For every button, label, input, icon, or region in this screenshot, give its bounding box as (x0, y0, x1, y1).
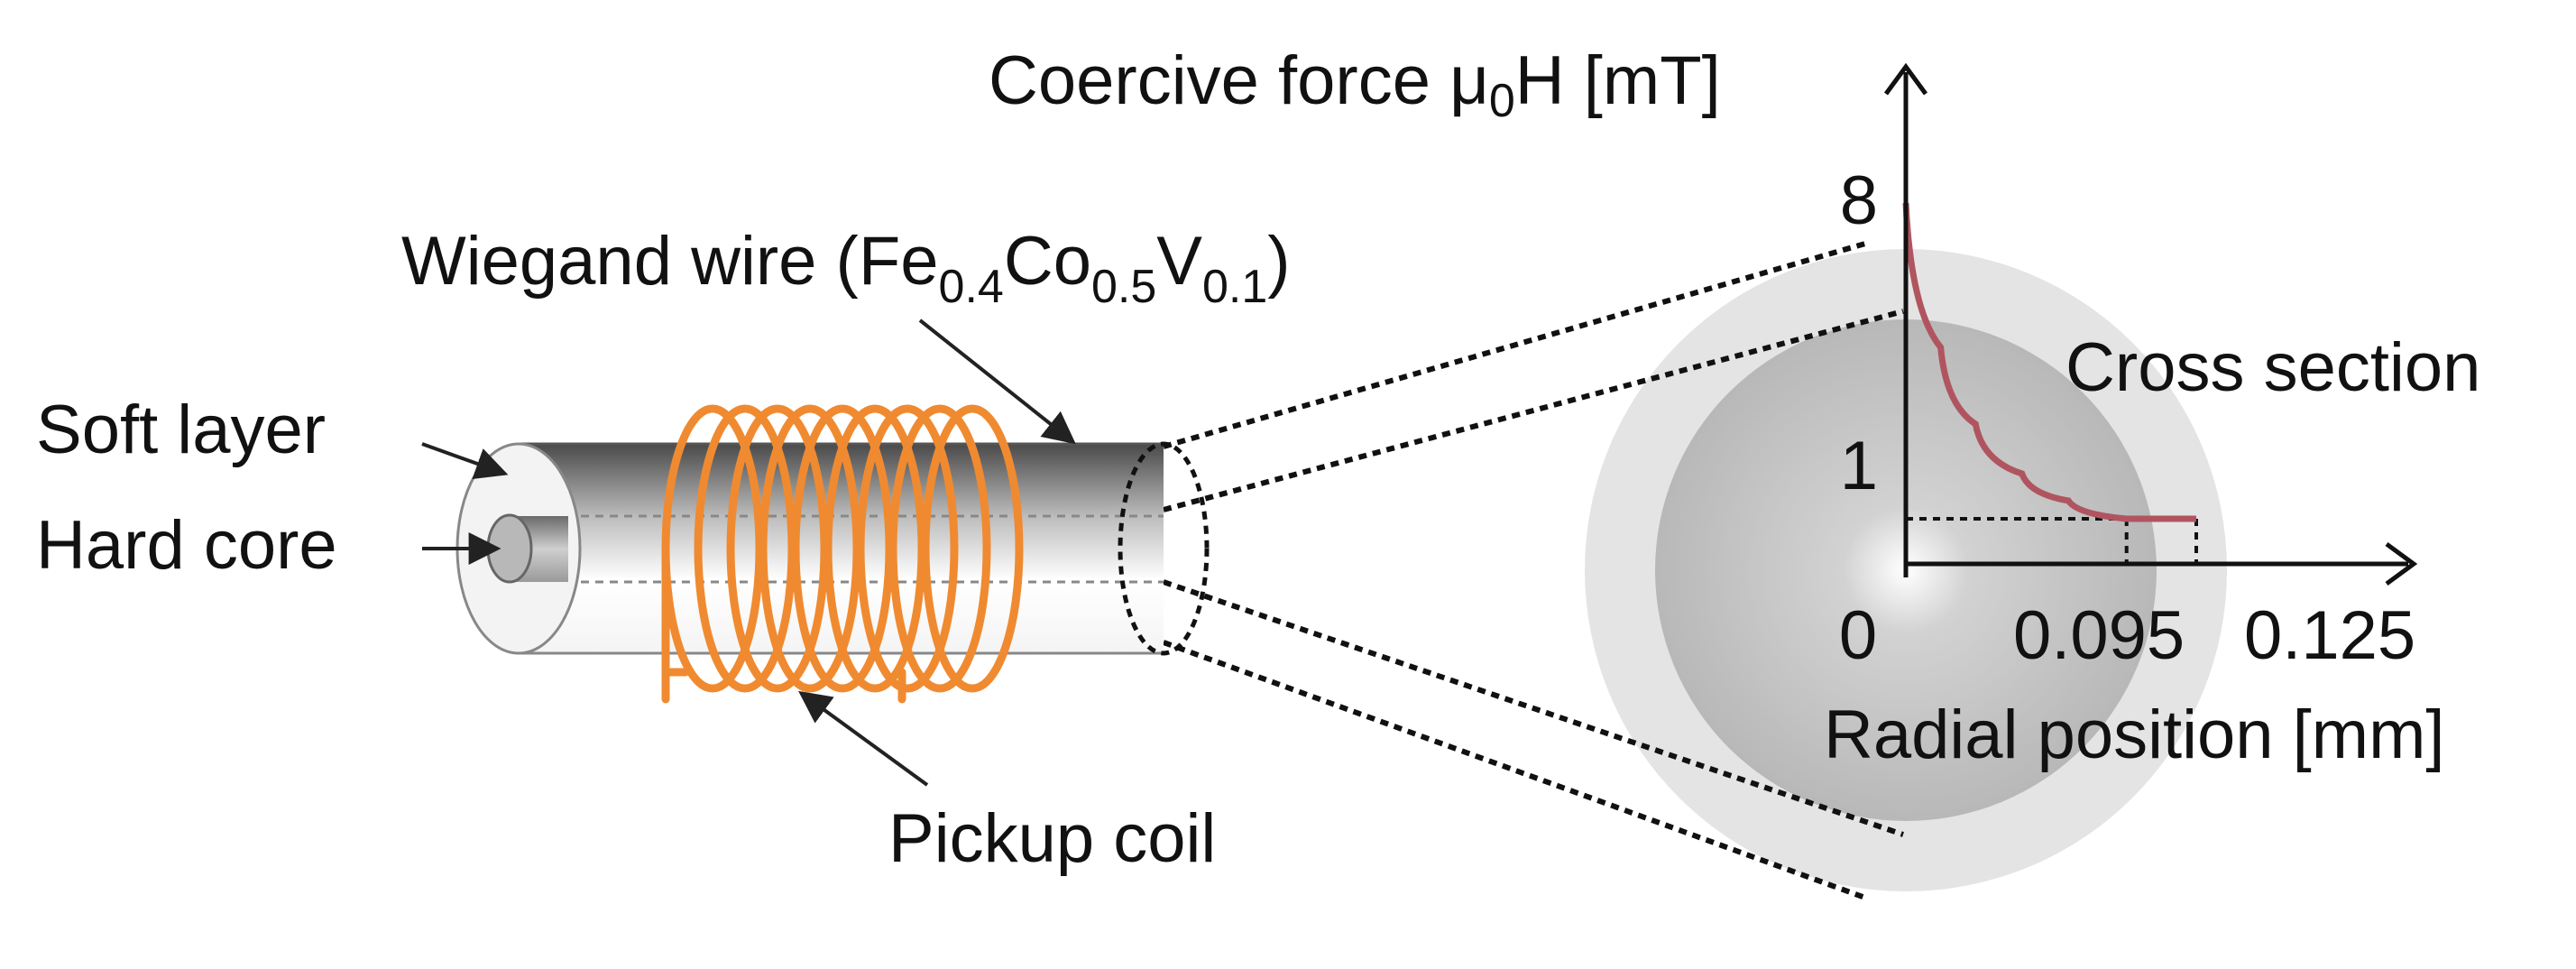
chart-x-tick-label: 0.095 (2013, 597, 2185, 674)
pointer-arrows (421, 318, 1076, 787)
zoom-line-top-inner (1163, 309, 1904, 512)
cross-section-label: Cross section (2065, 329, 2480, 406)
chart-series-line (1902, 202, 2196, 522)
coil-turn (856, 404, 959, 693)
wire-far-end (1118, 441, 1210, 656)
zoom-line-bottom-outer (1162, 640, 1867, 900)
chart-x-tick-label: 0.125 (2244, 597, 2415, 674)
wire-label-arrow (918, 318, 1076, 445)
soft-layer-label: Soft layer (36, 392, 326, 468)
chart-x-axis-arrow (2385, 541, 2418, 586)
hard-core-label: Hard core (36, 507, 337, 584)
chart-y-tick-label: 8 (1840, 162, 1878, 239)
chart-guide-lines (1906, 517, 2198, 564)
zoom-line-bottom-inner (1163, 579, 1904, 837)
pickup-coil-label: Pickup coil (888, 800, 1216, 877)
chart-tick-labels: 0 0.095 0.125 8 1 (1839, 162, 2415, 674)
coil-turn (921, 404, 1024, 693)
coercive-force-chart: 0 0.095 0.125 8 1 (1839, 62, 2418, 674)
coil-turn (888, 404, 991, 693)
pickup-coil-arrow (798, 690, 929, 787)
wiegand-wire-label: Wiegand wire (Fe0.4Co0.5V0.1) (401, 223, 1291, 313)
chart-y-tick-label: 1 (1840, 428, 1878, 504)
zoom-line-top-outer (1163, 241, 1866, 449)
wire-body (519, 444, 1164, 653)
magnification-lines (1162, 241, 1904, 900)
soft-layer-arrow (421, 442, 509, 480)
y-axis-label: Coercive force μ0H [mT] (989, 42, 1721, 127)
wiegand-wire (455, 441, 1210, 656)
chart-y-axis-arrow (1883, 62, 1928, 96)
pickup-coil (661, 404, 1024, 704)
x-axis-label: Radial position [mm] (1824, 697, 2445, 773)
coil-lead-left (661, 546, 690, 704)
chart-x-tick-label: 0 (1839, 597, 1877, 674)
